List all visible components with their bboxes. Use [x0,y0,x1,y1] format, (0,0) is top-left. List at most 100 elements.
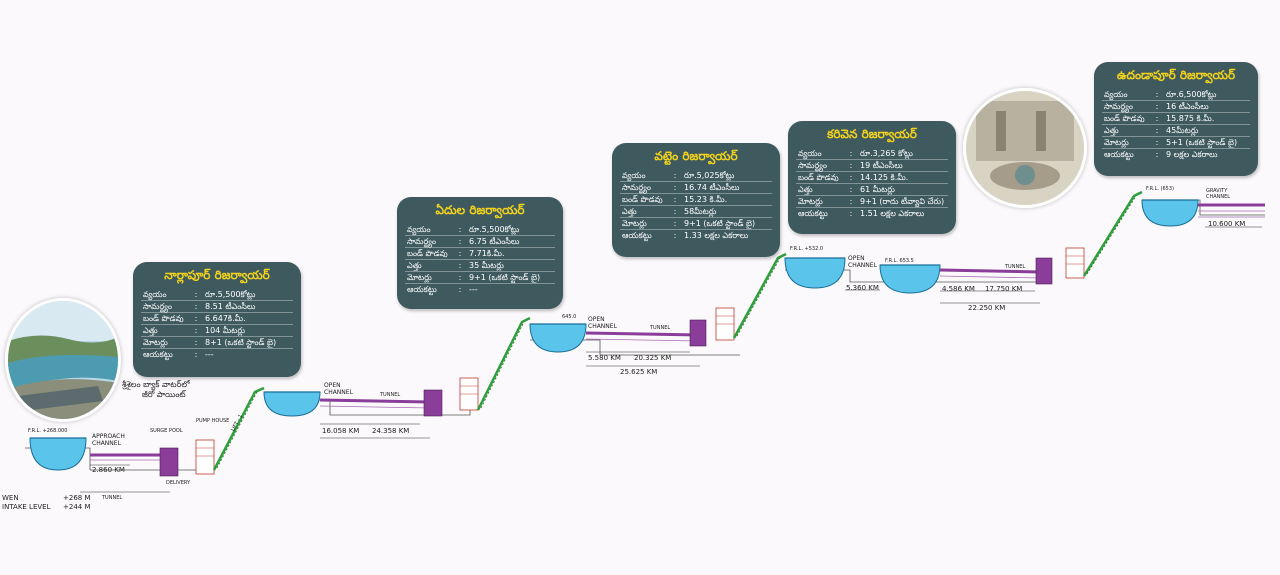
card-row: ఆయకట్టు:--- [405,284,555,296]
row-value: 15.23 కి.మీ. [682,193,772,206]
level-bottom: +244 M [63,503,91,511]
tunnel-label-3: TUNNEL [1005,264,1026,270]
card-title: ఉదండాపూర్ రిజర్వాయర్ [1116,68,1236,82]
row-key: ఆయకట్టు [143,350,173,359]
card-row: బండ్ పొడవు:7.71కి.మీ. [405,247,555,260]
open-channel-label-3: OPEN CHANNEL [848,255,877,269]
card-row: వ్యయం:రూ.5,500కోట్లు [405,224,555,236]
row-key: వ్యయం [796,148,844,160]
row-value: 7.71కి.మీ. [467,247,555,260]
distance-2: 16.058 KM [322,427,360,435]
card-row: సామర్థ్యం:16.74 టీఎంసీలు [620,181,772,194]
dimension-lines [80,226,1262,493]
row-value: రూ.3,265 కోట్లు [858,148,948,160]
distance-4: 5.580 KM [588,354,621,362]
intake-text: WEN [2,494,19,502]
row-key: మోటర్లు [141,336,189,349]
row-key: బండ్ పొడవు [796,171,844,184]
card-row: సామర్థ్యం:16 టీఎంసీలు [1102,100,1250,113]
row-value: 19 టీఎంసీలు [858,159,948,172]
card-title: కరివెన రిజర్వాయర్ [827,127,917,141]
tunnel-guides [90,210,1265,461]
card-udandapur: ఉదండాపూర్ రిజర్వాయర్ వ్యయం:రూ.6,500కోట్ల… [1094,62,1258,176]
distance-5: 20.325 KM [634,354,672,362]
frl-label-5: F.R.L. (653) [1146,186,1174,192]
row-key: వ్యయం [620,170,668,182]
intake-level-label: INTAKE LEVEL [2,503,51,511]
row-key: ఆయకట్టు [622,231,652,240]
card-row: ఎత్తు:61 మీటర్లు [796,183,948,196]
card-row: ఎత్తు:35 మీటర్లు [405,259,555,272]
row-key: ఎత్తు [796,183,844,196]
distance-11: 10.600 KM [1208,220,1246,228]
surge-pool-label: SURGE POOL [150,428,183,434]
card-row: ఆయకట్టు:1.51 లక్షల ఎకరాలు [796,208,948,220]
card-row: సామర్థ్యం:19 టీఎంసీలు [796,159,948,172]
card-narlapur: నార్లాపూర్ రిజర్వాయర్ వ్యయం:రూ.5,500కోట్… [133,262,301,377]
row-value: 104 మీటర్లు [203,324,293,337]
distance-9: 17.750 KM [985,285,1023,293]
card-row: మోటర్లు:9+1 (రాదు టీవ్యావి చేరు) [796,195,948,208]
pump-stations [159,257,1053,477]
pump-house-label: PUMP HOUSE [196,418,230,424]
row-value: 9 లక్షల ఎకరాలు [1166,150,1218,159]
delivery-pipes [212,190,1143,471]
reservoir-vattem [784,257,846,289]
card-row: ఆయకట్టు:9 లక్షల ఎకరాలు [1102,149,1250,161]
row-key: బండ్ పొడవు [1102,112,1150,125]
srisailam-photo [5,298,121,422]
row-value: 5+1 (ఒకటి స్టాండ్ బై) [1164,136,1250,149]
row-key: ఆయకట్టు [798,209,828,218]
row-value: 6.75 టీఎంసీలు [467,235,555,248]
row-key: బండ్ పొడవు [141,312,189,325]
level-top: +268 M [63,494,91,502]
row-key: మోటర్లు [1102,136,1150,149]
row-value: 16.74 టీఎంసీలు [682,181,772,194]
row-value: 58మీటర్లు [682,205,772,218]
reservoir-narlapur [263,391,321,417]
card-table: వ్యయం:రూ.5,500కోట్లు సామర్థ్యం:8.51 టీఎం… [141,289,293,360]
row-value: 8.51 టీఎంసీలు [203,300,293,313]
row-value: 45మీటర్లు [1164,124,1250,137]
tunnel-label-2: TUNNEL [650,325,671,331]
row-key: మోటర్లు [620,217,668,230]
card-row: మోటర్లు:9+1 (ఒకటి స్టాండ్ బై) [620,217,772,230]
row-key: మోటర్లు [796,195,844,208]
callout-line-2: జీరో పాయింట్ [142,390,186,399]
card-row: వ్యయం:రూ.6,500కోట్లు [1102,89,1250,101]
frl-label-4: F.R.L. 653.5 [885,258,914,264]
card-row: ఆయకట్టు:--- [141,349,293,361]
row-value: 14.125 కి.మీ. [858,171,948,184]
tunnels [90,203,1265,457]
reservoir-0 [29,437,87,471]
row-key: సామర్థ్యం [141,300,189,313]
card-row: ఎత్తు:58మీటర్లు [620,205,772,218]
card-row: వ్యయం:రూ.5,025కోట్లు [620,170,772,182]
reservoir-yedula [529,323,587,353]
row-key: మోటర్లు [405,271,453,284]
open-channel-label-1: OPEN CHANNEL [324,382,353,396]
card-karivena: కరివెన రిజర్వాయర్ వ్యయం:రూ.3,265 కోట్లు … [788,121,956,234]
card-title: వట్టెం రిజర్వాయర్ [654,149,738,163]
distance-1: 2.860 KM [92,466,125,474]
card-row: బండ్ పొడవు:14.125 కి.మీ. [796,171,948,184]
row-value: 15.875 కి.మీ. [1164,112,1250,125]
card-row: మోటర్లు:8+1 (ఒకటి స్టాండ్ బై) [141,336,293,349]
distance-8: 4.586 KM [942,285,975,293]
distance-3: 24.358 KM [372,427,410,435]
distance-total-0: TUNNEL [102,495,123,501]
row-value: 9+1 (రాదు టీవ్యావి చేరు) [858,195,948,208]
card-row: వ్యయం:రూ.3,265 కోట్లు [796,148,948,160]
card-table: వ్యయం:రూ.3,265 కోట్లు సామర్థ్యం:19 టీఎంస… [796,148,948,219]
tunnel-label-1: TUNNEL [380,392,401,398]
card-row: సామర్థ్యం:8.51 టీఎంసీలు [141,300,293,313]
frl-label-3: F.R.L. +532.0 [790,246,824,252]
row-value: 16 టీఎంసీలు [1164,100,1250,113]
reservoir-udandapur [1141,199,1199,227]
card-row: మోటర్లు:9+1 (ఒకటి స్టాండ్ బై) [405,271,555,284]
row-key: వ్యయం [1102,89,1150,101]
row-key: ఆయకట్టు [407,285,437,294]
row-value: 9+1 (ఒకటి స్టాండ్ బై) [467,271,555,284]
row-value: రూ.5,500కోట్లు [467,224,555,236]
